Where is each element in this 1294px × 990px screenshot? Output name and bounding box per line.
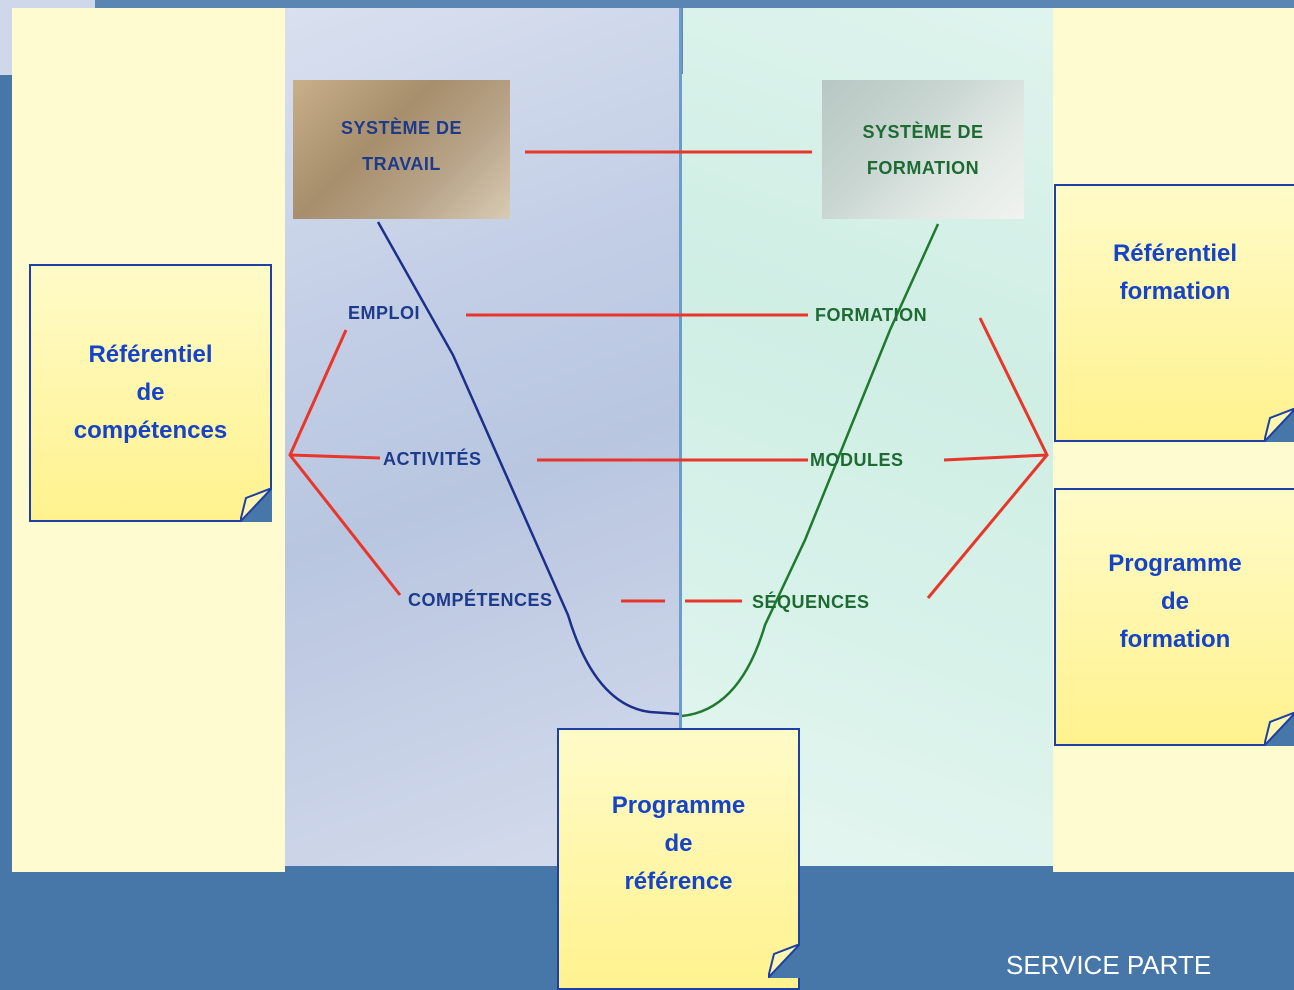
page-curl-icon [1264,408,1294,442]
note-referentiel-competences: Référentiel de compétences [29,264,272,522]
page-curl-icon [1264,712,1294,746]
page-curl-icon [768,944,800,978]
label-formation: FORMATION [815,305,928,325]
center-divider [679,8,682,866]
label-modules: MODULES [810,450,904,470]
right-bracket-modules [943,453,1048,462]
blue-v-line [376,221,680,716]
green-v-line [681,223,940,718]
note-referentiel-competences-text: Référentiel de compétences [73,341,228,444]
note-programme-reference: Programme de référence [557,728,800,990]
label-competences: COMPÉTENCES [408,590,553,610]
footer-service-text: SERVICE PARTE [1006,950,1212,980]
training-system-image: SYSTÈME DE FORMATION [822,80,1024,219]
left-bracket-activites [289,453,381,460]
work-system-image: SYSTÈME DE TRAVAIL [293,80,510,219]
note-referentiel-formation-text: Référentiel formation [1112,240,1238,305]
work-system-title-line1: SYSTÈME DE [340,118,463,138]
label-activites: ACTIVITÉS [383,449,482,469]
page-curl-icon [240,488,272,522]
process-diagram [288,150,1049,718]
training-system-title-line2: FORMATION [866,158,980,178]
note-programme-formation: Programme de formation [1054,488,1294,746]
note-programme-reference-text: Programme de référence [611,792,746,895]
note-referentiel-formation: Référentiel formation [1054,184,1294,442]
label-sequences: SÉQUENCES [752,592,870,612]
note-programme-formation-text: Programme de formation [1108,550,1242,653]
work-system-title-line2: TRAVAIL [362,154,441,174]
label-emploi: EMPLOI [348,303,421,323]
training-system-title-line1: SYSTÈME DE [862,122,984,142]
